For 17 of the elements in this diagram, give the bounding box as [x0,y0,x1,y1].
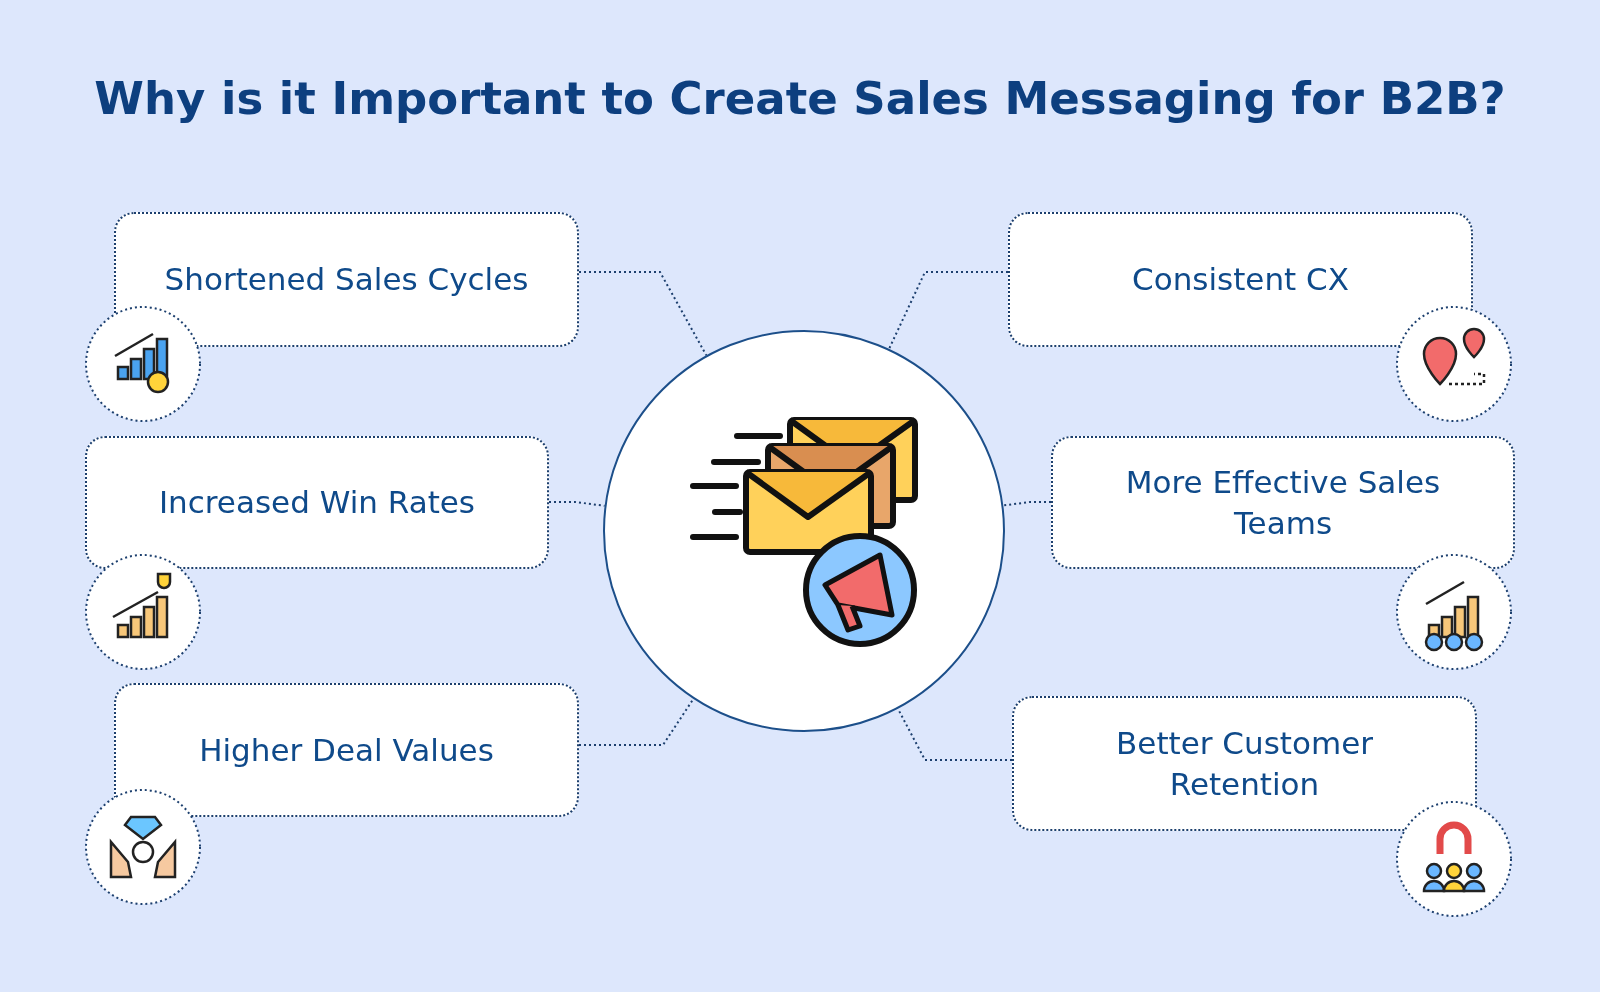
text-card [114,683,579,817]
card-text: Better Customer Retention [1115,724,1374,804]
text-card [1051,436,1515,569]
title: Why is it Important to Create Sales Messaging for B2B? [93,72,1507,125]
card-text: Consistent CX [1131,260,1350,300]
connector-line [578,697,695,746]
card-text: More Effective Sales Teams [1124,463,1442,543]
card-text: Increased Win Rates [157,483,476,523]
card-text: Higher Deal Values [198,730,495,770]
text-card [1012,696,1477,831]
card-text: Shortened Sales Cycles [163,260,530,300]
connector-line [1002,501,1052,507]
text-card [1008,212,1473,347]
connector-line [888,271,1009,350]
text-card [114,212,579,347]
connector-line [578,271,708,357]
text-card [85,436,549,569]
